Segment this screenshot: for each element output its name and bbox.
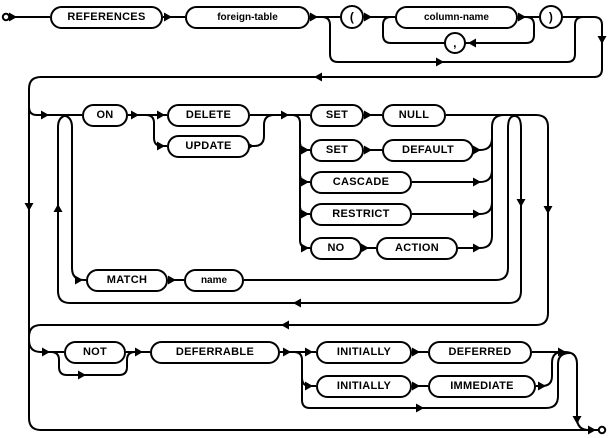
start-terminal-icon <box>1 12 11 22</box>
node-set-default-set: SET <box>310 138 364 162</box>
node-open-paren: ( <box>340 5 364 29</box>
node-initially-deferred-initially: INITIALLY <box>316 340 412 364</box>
node-restrict: RESTRICT <box>310 202 412 226</box>
node-comma: , <box>444 32 466 54</box>
node-cascade: CASCADE <box>310 170 412 194</box>
end-terminal-icon <box>597 425 607 435</box>
node-update: UPDATE <box>167 134 250 158</box>
node-on: ON <box>82 103 128 127</box>
flow-arrow-icons <box>9 12 607 435</box>
node-deferred: DEFERRED <box>428 340 532 364</box>
node-action: ACTION <box>376 236 458 260</box>
node-deferrable: DEFERRABLE <box>150 340 280 364</box>
node-column-name: column-name <box>395 5 518 29</box>
node-delete: DELETE <box>167 103 250 127</box>
node-initially-immediate-initially: INITIALLY <box>316 374 412 398</box>
node-foreign-table: foreign-table <box>185 5 310 29</box>
node-match: MATCH <box>86 268 168 292</box>
node-not: NOT <box>64 340 126 364</box>
node-default: DEFAULT <box>382 138 474 162</box>
node-null: NULL <box>382 103 446 127</box>
node-set-null-set: SET <box>310 103 364 127</box>
node-close-paren: ) <box>539 5 563 29</box>
node-no: NO <box>310 236 362 260</box>
node-references: REFERENCES <box>50 5 163 29</box>
node-name: name <box>184 268 244 292</box>
node-immediate: IMMEDIATE <box>428 374 536 398</box>
